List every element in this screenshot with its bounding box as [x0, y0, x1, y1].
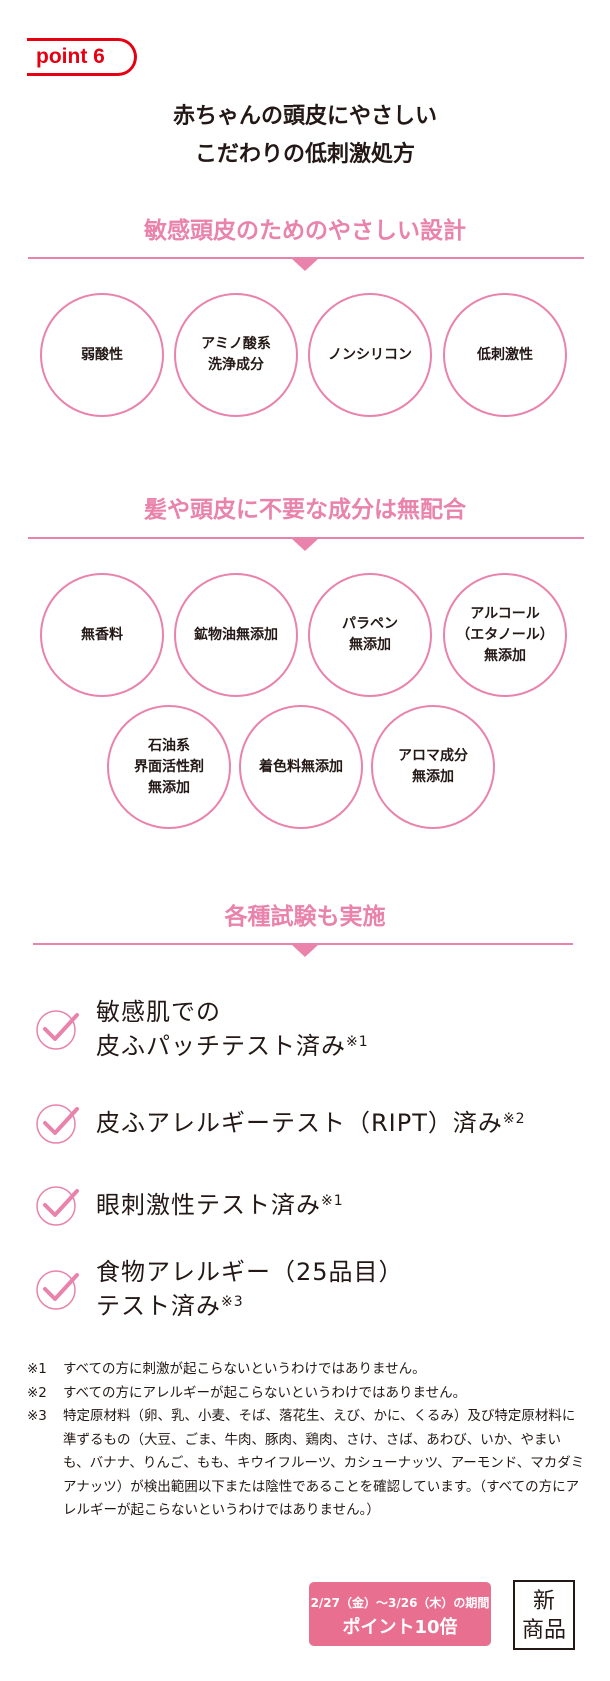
check-text: 皮ふパッチテスト済み※1	[96, 1029, 369, 1063]
feature-label: 界面活性剤	[134, 758, 204, 775]
feature-label: 洗浄成分	[208, 357, 264, 373]
footnote-text: すべての方に刺激が起こらないというわけではありません。	[63, 1361, 426, 1377]
feature-label: アロマ成分	[398, 748, 468, 764]
check-line: 眼刺激性テスト済み	[96, 1191, 321, 1219]
note-ref: ※3	[221, 1294, 244, 1310]
feature-label: アルコール	[470, 605, 540, 622]
footnote-key: ※2	[27, 1384, 47, 1401]
footnote: ※3 特定原材料（卵、乳、小麦、そば、落花生、えび、かに、くるみ）及び特定原材料に…	[27, 1405, 587, 1523]
check-item: 食物アレルギー（25品目） テスト済み※3	[96, 1255, 404, 1323]
footnote-text: 特定原材料（卵、乳、小麦、そば、落花生、えび、かに、くるみ）及び特定原材料に準ず…	[63, 1408, 585, 1518]
campaign-label: ポイント10倍	[342, 1617, 458, 1638]
divider	[28, 257, 584, 259]
check-text: 食物アレルギー（25品目）	[96, 1255, 404, 1289]
divider	[28, 537, 584, 539]
note-ref: ※2	[502, 1111, 526, 1127]
feature-label: 無香料	[81, 626, 123, 643]
down-triangle-icon	[292, 259, 318, 271]
footnote: ※1 すべての方に刺激が起こらないというわけではありません。	[27, 1358, 587, 1382]
note-ref: ※1	[346, 1034, 369, 1050]
feature-circle: アミノ酸系洗浄成分	[174, 293, 298, 417]
new-badge-line: 商品	[521, 1618, 566, 1643]
feature-circle: 着色料無添加	[239, 705, 363, 829]
note-ref: ※1	[321, 1193, 344, 1209]
feature-label: 着色料無添加	[259, 758, 343, 775]
footnote-key: ※1	[27, 1361, 47, 1377]
check-line: 食物アレルギー（25品目）	[96, 1258, 404, 1286]
feature-circle: 鉱物油無添加	[174, 573, 298, 697]
page-title: 赤ちゃんの頭皮にやさしい こだわりの低刺激処方	[0, 98, 610, 174]
section-heading: 各種試験も実施	[224, 904, 386, 930]
divider	[33, 943, 573, 945]
title-line: 赤ちゃんの頭皮にやさしい	[172, 104, 437, 129]
campaign-dates: 2/27（金）～3/26（木）の期間	[310, 1596, 490, 1610]
check-line: テスト済み	[96, 1292, 221, 1320]
down-triangle-icon	[292, 945, 318, 957]
check-line: 皮ふアレルギーテスト（RIPT）済み	[96, 1109, 503, 1137]
check-item: 敏感肌での皮ふパッチテスト済み※1	[96, 995, 369, 1063]
section-heading: 髪や頭皮に不要な成分は無配合	[144, 497, 466, 523]
feature-label: 無添加	[148, 779, 190, 796]
section-heading: 敏感頭皮のためのやさしい設計	[144, 218, 466, 244]
feature-circle: 低刺激性	[443, 293, 567, 417]
feature-circle: パラペン無添加	[308, 573, 432, 697]
feature-label: 低刺激性	[477, 346, 533, 363]
feature-circle: アルコール （エタノール） 無添加	[443, 573, 567, 697]
feature-label: ノンシリコン	[328, 346, 412, 363]
feature-label: 鉱物油無添加	[194, 626, 278, 643]
point-badge: point 6	[27, 38, 137, 76]
check-line: 敏感肌での	[96, 998, 221, 1026]
feature-circle: 石油系界面活性剤無添加	[107, 705, 231, 829]
check-item: 皮ふアレルギーテスト（RIPT）済み※2	[96, 1106, 526, 1140]
check-circle-icon	[36, 1010, 79, 1050]
new-product-badge: 新 商品	[513, 1580, 575, 1650]
check-text: テスト済み※3	[96, 1289, 404, 1323]
footnote-key: ※3	[27, 1408, 47, 1424]
check-circle-icon	[36, 1104, 79, 1144]
feature-label: 無添加	[484, 647, 526, 664]
check-text: 眼刺激性テスト済み※1	[96, 1188, 344, 1222]
check-text: 皮ふアレルギーテスト（RIPT）済み※2	[96, 1106, 526, 1140]
feature-label: （エタノール）	[456, 626, 554, 643]
footnote: ※2 すべての方にアレルギーが起こらないというわけではありません。	[27, 1382, 587, 1406]
check-circle-icon	[36, 1186, 79, 1226]
feature-circle: 弱酸性	[40, 293, 164, 417]
footnotes: ※1 すべての方に刺激が起こらないというわけではありません。 ※2 すべての方にアレル…	[27, 1358, 587, 1523]
feature-label: パラペン	[342, 616, 398, 632]
campaign-button[interactable]: 2/27（金）～3/26（木）の期間 ポイント10倍	[309, 1582, 491, 1646]
feature-circle: アロマ成分無添加	[371, 705, 495, 829]
feature-circle: ノンシリコン	[308, 293, 432, 417]
check-line: 皮ふパッチテスト済み	[96, 1032, 346, 1060]
check-circle-icon	[36, 1270, 79, 1310]
feature-label: 無添加	[349, 637, 391, 653]
check-item: 眼刺激性テスト済み※1	[96, 1188, 344, 1222]
feature-label: アミノ酸系	[201, 336, 271, 352]
down-triangle-icon	[292, 539, 318, 551]
feature-label: 弱酸性	[81, 346, 123, 363]
feature-label: 無添加	[412, 769, 454, 785]
title-line: こだわりの低刺激処方	[194, 142, 415, 167]
feature-circle: 無香料	[40, 573, 164, 697]
new-badge-line: 新	[532, 1589, 555, 1614]
check-text: 敏感肌での	[96, 995, 369, 1029]
footnote-text: すべての方にアレルギーが起こらないというわけではありません。	[63, 1384, 467, 1401]
feature-label: 石油系	[148, 737, 190, 754]
